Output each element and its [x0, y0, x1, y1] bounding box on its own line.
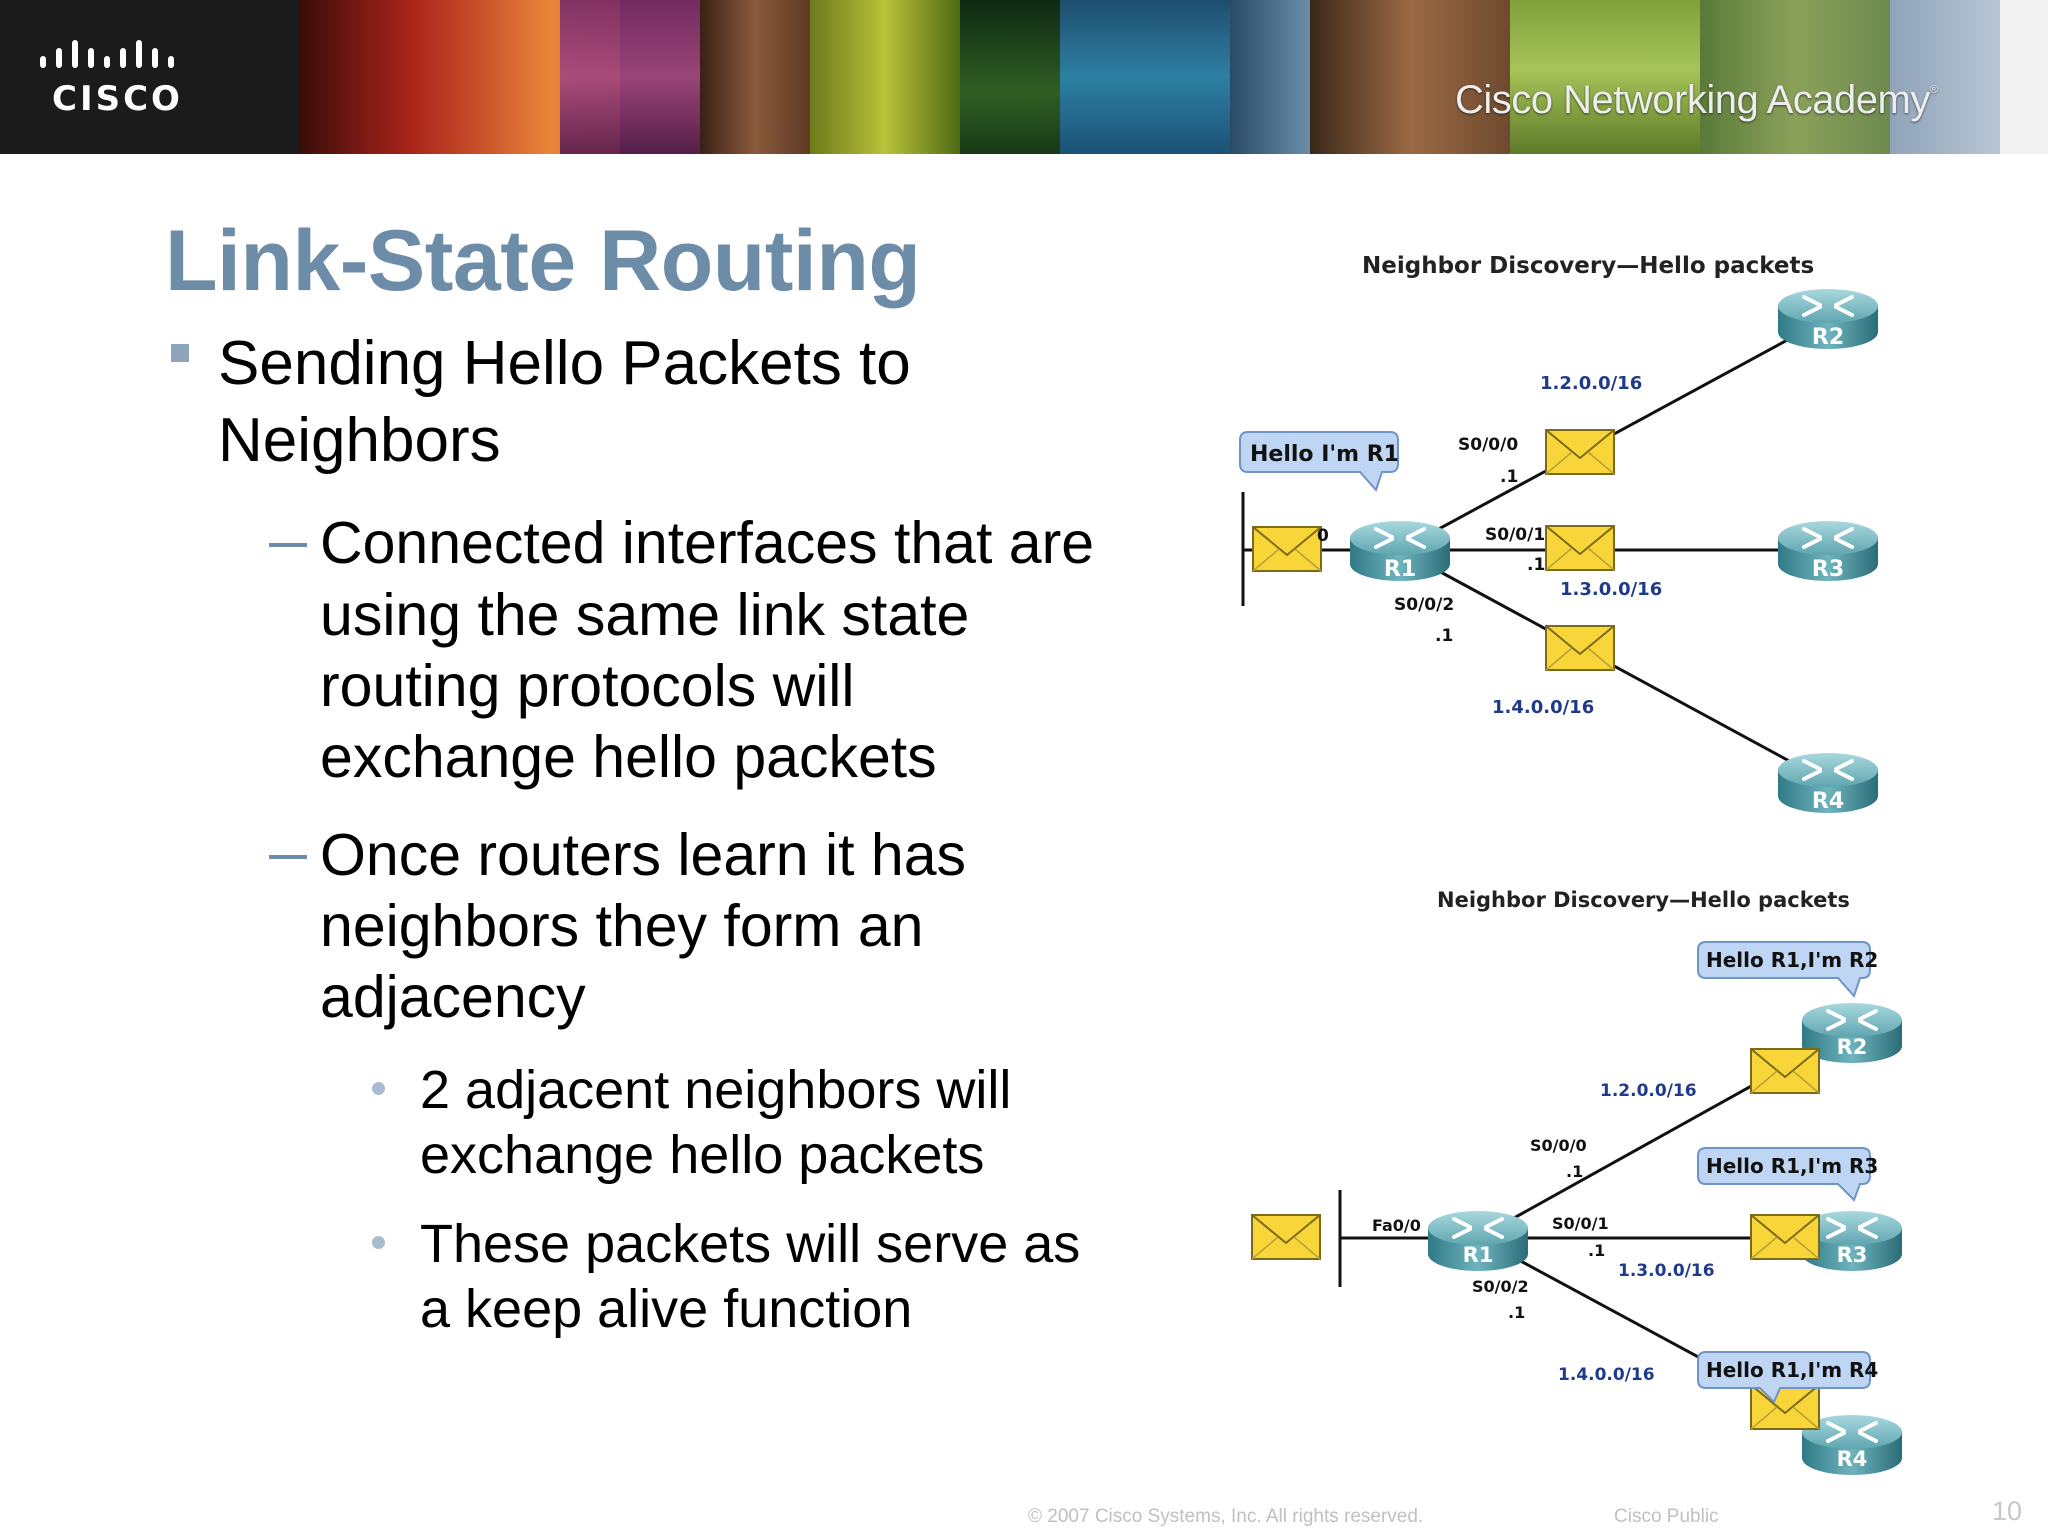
academy-name: Cisco Networking Academy	[1455, 78, 1930, 122]
sub-bullet-dash-marker	[269, 543, 307, 547]
router-label: R3	[1812, 557, 1844, 582]
photo-strip-11	[1700, 0, 1890, 154]
network-label: 1.3.0.0/16	[1560, 579, 1662, 600]
address-label: .1	[1435, 626, 1453, 646]
photo-strip-10	[1510, 0, 1700, 154]
third-level-dot-marker	[372, 1236, 385, 1249]
third-level-dot-marker	[372, 1082, 385, 1095]
photo-strip-1	[300, 0, 480, 154]
footer-copyright: © 2007 Cisco Systems, Inc. All rights re…	[1028, 1506, 1424, 1527]
third-level-line: exchange hello packets	[420, 1125, 985, 1185]
router-label: R3	[1837, 1243, 1868, 1267]
router-label: R4	[1812, 789, 1844, 814]
callout-hello-r2: Hello R1,I'm R2	[1697, 941, 1878, 998]
diagram-title: Neighbor Discovery—Hello packets	[1362, 253, 1814, 279]
hello-packet-envelope-icon	[1545, 625, 1615, 671]
router-label: R4	[1837, 1447, 1868, 1471]
hello-packet-envelope-icon	[1750, 1048, 1820, 1094]
hello-packet-envelope-icon	[1750, 1384, 1820, 1430]
interface-label: Fa0/0	[1372, 1216, 1421, 1235]
callout-hello-r4: Hello R1,I'm R4	[1697, 1351, 1878, 1404]
bullet-line: Sending Hello Packets to	[218, 329, 911, 398]
registered-mark: ®	[1929, 84, 1938, 96]
diagram-hello-replies: Neighbor Discovery—Hello packets R1 R2 R…	[1251, 888, 1904, 1477]
photo-strip-12	[1890, 0, 2000, 154]
sub-bullet-dash-marker	[269, 855, 307, 859]
bullet-square-marker	[171, 344, 189, 362]
interface-label: S0/0/2	[1394, 595, 1454, 615]
page-number: 10	[1992, 1496, 2023, 1526]
hello-packet-envelope-icon	[1252, 526, 1322, 572]
interface-label: S0/0/2	[1472, 1277, 1529, 1296]
interface-label: 0	[1317, 526, 1329, 546]
callout-text: Hello R1,I'm R2	[1706, 948, 1878, 972]
callout-text: Hello R1,I'm R4	[1706, 1358, 1878, 1382]
callout-hello-r3: Hello R1,I'm R3	[1697, 1147, 1878, 1202]
address-label: .1	[1566, 1162, 1583, 1181]
svg-text:CISCO: CISCO	[52, 79, 183, 118]
third-level-line: These packets will serve as	[420, 1214, 1081, 1274]
photo-strip-8	[1230, 0, 1310, 154]
address-label: .1	[1500, 467, 1518, 487]
slide-title: Link-State Routing	[165, 213, 921, 309]
footer-classification: Cisco Public	[1614, 1506, 1719, 1527]
sub-bullet-line: exchange hello packets	[320, 724, 937, 790]
hello-packet-envelope-icon	[1750, 1214, 1820, 1260]
sub-bullet-line: Connected interfaces that are	[320, 510, 1095, 576]
cisco-logo: CISCO	[40, 40, 183, 118]
photo-strip-5	[810, 0, 960, 154]
network-label: 1.2.0.0/16	[1540, 373, 1642, 394]
interface-label: S0/0/0	[1458, 435, 1518, 455]
sub-bullet-line: Once routers learn it has	[320, 822, 967, 888]
third-level-line: 2 adjacent neighbors will	[420, 1060, 1012, 1120]
callout-text: Hello R1,I'm R3	[1706, 1154, 1878, 1178]
photo-strip-4	[700, 0, 810, 154]
callout-text: Hello I'm R1	[1250, 442, 1399, 467]
academy-brand: Cisco Networking Academy®	[1455, 78, 1938, 123]
sub-bullet-line: using the same link state	[320, 582, 970, 648]
address-label: .1	[1508, 1303, 1525, 1322]
photo-strip-13	[2000, 0, 2048, 154]
network-label: 1.3.0.0/16	[1618, 1261, 1715, 1281]
bullet-line: Neighbors	[218, 406, 501, 475]
sub-bullet-line: adjacency	[320, 964, 586, 1030]
hello-packet-envelope-icon	[1251, 1214, 1321, 1260]
photo-strip-3	[560, 0, 700, 154]
network-label: 1.4.0.0/16	[1492, 697, 1594, 718]
hello-packet-envelope-icon	[1545, 525, 1615, 571]
interface-label: S0/0/1	[1552, 1214, 1609, 1233]
router-label: R1	[1384, 557, 1416, 582]
network-label: 1.2.0.0/16	[1600, 1081, 1697, 1101]
photo-strip-7	[1060, 0, 1230, 154]
third-level-line: a keep alive function	[420, 1279, 913, 1339]
diagram-title: Neighbor Discovery—Hello packets	[1437, 888, 1850, 912]
address-label: .1	[1588, 1241, 1605, 1260]
callout-hello-r1: Hello I'm R1	[1239, 431, 1399, 492]
sub-bullet-line: neighbors they form an	[320, 893, 924, 959]
router-label: R2	[1837, 1035, 1868, 1059]
router-label: R2	[1812, 325, 1844, 350]
hello-packet-envelope-icon	[1545, 429, 1615, 475]
diagram-hello-from-r1: Neighbor Discovery—Hello packets R1 R2 R…	[1239, 253, 1880, 815]
sub-bullet-line: routing protocols will	[320, 653, 855, 719]
photo-strip-9	[1310, 0, 1510, 154]
interface-label: S0/0/0	[1530, 1136, 1587, 1155]
network-label: 1.4.0.0/16	[1558, 1365, 1655, 1385]
interface-label: S0/0/1	[1485, 525, 1545, 545]
photo-strip-6	[960, 0, 1060, 154]
header-banner: CISCO Cisco Networking Academy®	[0, 0, 2048, 154]
router-label: R1	[1463, 1243, 1494, 1267]
address-label: .1	[1527, 555, 1545, 575]
